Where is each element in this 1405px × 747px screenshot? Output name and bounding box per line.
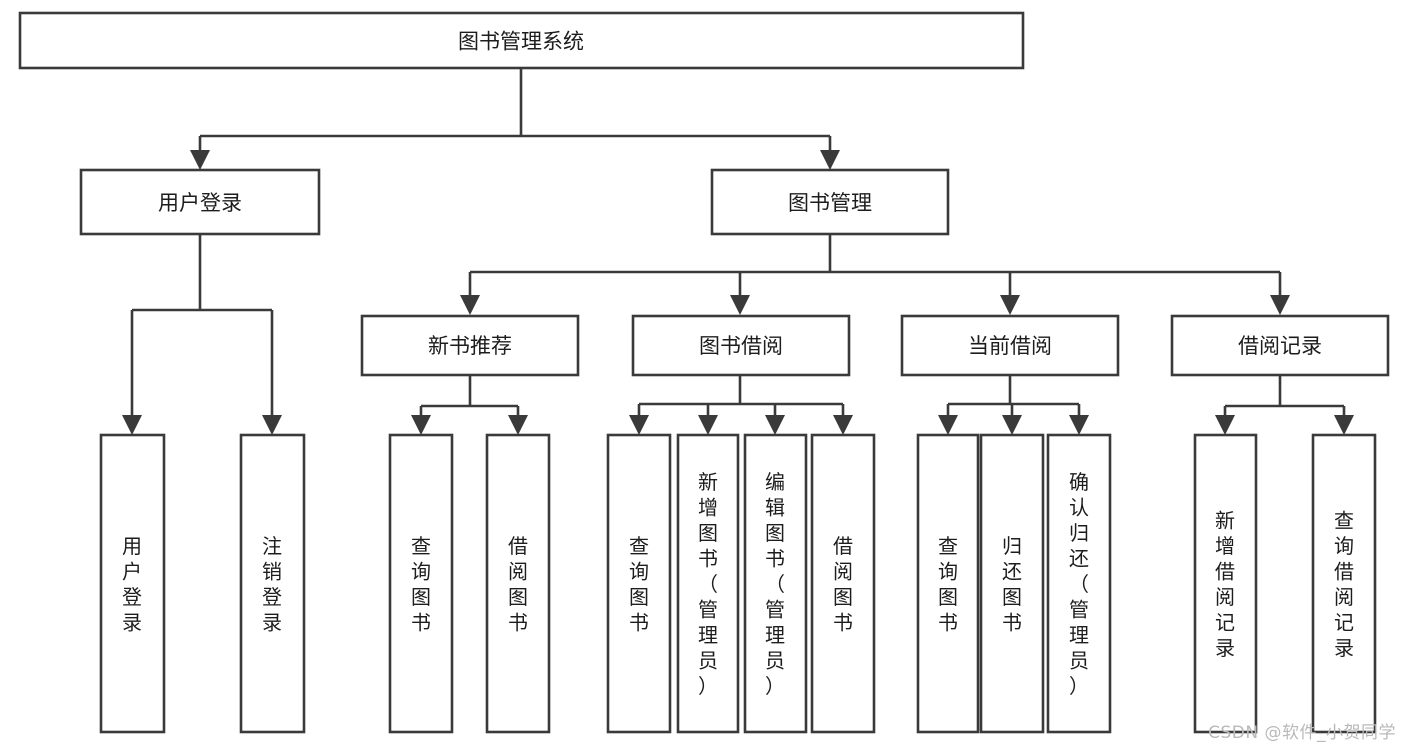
leaf-confirm-return-box[interactable] bbox=[1046, 433, 1112, 734]
leaf-query-record-label: 查询借阅记录 bbox=[1334, 508, 1354, 660]
arrowhead-leaf-query-book-3 bbox=[938, 415, 958, 435]
leaf-borrow-book-1[interactable]: 借阅图书 bbox=[485, 433, 551, 734]
leaf-return-book[interactable]: 归还图书 bbox=[979, 433, 1045, 734]
arrowhead-leaf-edit-book bbox=[765, 415, 785, 435]
node-new-book-recommend-box[interactable] bbox=[360, 314, 580, 377]
node-book-manage[interactable]: 图书管理 bbox=[710, 168, 950, 236]
node-root-box[interactable] bbox=[18, 11, 1025, 70]
leaf-query-book-2[interactable]: 查询图书 bbox=[606, 433, 672, 734]
node-current-borrow-label: 当前借阅 bbox=[968, 334, 1052, 358]
leaf-add-record-label: 新增借阅记录 bbox=[1215, 508, 1235, 660]
leaf-edit-book[interactable]: 编辑图书（管理员） bbox=[743, 433, 808, 734]
leaf-user-login-box[interactable] bbox=[99, 433, 166, 734]
leaf-query-book-2-label: 查询图书 bbox=[629, 534, 649, 635]
node-user-login-label: 用户登录 bbox=[158, 191, 242, 215]
leaf-query-book-1-label: 查询图书 bbox=[411, 534, 431, 635]
leaf-query-book-2-box[interactable] bbox=[606, 433, 672, 734]
leaf-confirm-return-label: 确认归还（管理员） bbox=[1069, 470, 1089, 698]
leaf-borrow-book-2-box[interactable] bbox=[810, 433, 876, 734]
arrowhead-leaf-query-record bbox=[1334, 415, 1354, 435]
leaf-return-book-box[interactable] bbox=[979, 433, 1045, 734]
leaf-add-record-box[interactable] bbox=[1193, 433, 1258, 734]
node-new-book-recommend[interactable]: 新书推荐 bbox=[360, 314, 580, 377]
leaf-query-book-3-box[interactable] bbox=[916, 433, 980, 734]
leaf-add-book-label: 新增图书（管理员） bbox=[698, 470, 718, 698]
arrowhead-leaf-query-book-2 bbox=[629, 415, 649, 435]
arrowhead-current-borrow bbox=[1000, 295, 1020, 315]
leaf-borrow-book-1-box[interactable] bbox=[485, 433, 551, 734]
leaf-logout-label: 注销登录 bbox=[262, 534, 282, 635]
leaf-query-book-3[interactable]: 查询图书 bbox=[916, 433, 980, 734]
node-borrow-record-box[interactable] bbox=[1170, 314, 1390, 377]
leaf-edit-book-box[interactable] bbox=[743, 433, 808, 734]
arrowhead-leaf-borrow-book-1 bbox=[508, 415, 528, 435]
leaf-borrow-book-1-label: 借阅图书 bbox=[508, 534, 528, 635]
node-book-manage-box[interactable] bbox=[710, 168, 950, 236]
leaf-query-book-3-label: 查询图书 bbox=[938, 534, 958, 635]
leaf-edit-book-label: 编辑图书（管理员） bbox=[765, 470, 785, 698]
arrowhead-leaf-return-book bbox=[1002, 415, 1022, 435]
leaf-borrow-book-2-label: 借阅图书 bbox=[833, 534, 853, 635]
leaf-query-record[interactable]: 查询借阅记录 bbox=[1311, 433, 1377, 734]
node-user-login[interactable]: 用户登录 bbox=[79, 168, 321, 236]
arrowhead-book-manage bbox=[820, 150, 840, 170]
leaf-add-book-box[interactable] bbox=[676, 433, 740, 734]
arrowhead-borrow-record bbox=[1270, 295, 1290, 315]
node-borrow-record[interactable]: 借阅记录 bbox=[1170, 314, 1390, 377]
arrowhead-leaf-add-book bbox=[698, 415, 718, 435]
arrowhead-leaf-query-book-1 bbox=[411, 415, 431, 435]
leaf-add-record[interactable]: 新增借阅记录 bbox=[1193, 433, 1258, 734]
node-book-borrow-label: 图书借阅 bbox=[699, 334, 783, 358]
leaf-user-login-label: 用户登录 bbox=[122, 534, 142, 635]
arrowhead-leaf-user-login bbox=[122, 415, 142, 435]
node-book-borrow-box[interactable] bbox=[631, 314, 851, 377]
node-book-manage-label: 图书管理 bbox=[788, 191, 872, 215]
leaf-add-book[interactable]: 新增图书（管理员） bbox=[676, 433, 740, 734]
arrowhead-leaf-add-record bbox=[1215, 415, 1235, 435]
leaf-query-book-1[interactable]: 查询图书 bbox=[388, 433, 454, 734]
node-root[interactable]: 图书管理系统 bbox=[18, 11, 1025, 70]
leaf-query-record-box[interactable] bbox=[1311, 433, 1377, 734]
node-book-borrow[interactable]: 图书借阅 bbox=[631, 314, 851, 377]
node-borrow-record-label: 借阅记录 bbox=[1238, 334, 1322, 358]
arrowhead-leaf-borrow-book-2 bbox=[833, 415, 853, 435]
node-new-book-recommend-label: 新书推荐 bbox=[428, 334, 512, 358]
leaf-logout[interactable]: 注销登录 bbox=[239, 433, 306, 734]
leaf-borrow-book-2[interactable]: 借阅图书 bbox=[810, 433, 876, 734]
leaf-query-book-1-box[interactable] bbox=[388, 433, 454, 734]
node-user-login-box[interactable] bbox=[79, 168, 321, 236]
node-current-borrow[interactable]: 当前借阅 bbox=[900, 314, 1120, 377]
arrowhead-leaf-confirm-return bbox=[1069, 415, 1089, 435]
arrowhead-leaf-logout bbox=[262, 415, 282, 435]
leaf-return-book-label: 归还图书 bbox=[1002, 534, 1022, 635]
arrowhead-book-borrow bbox=[730, 295, 750, 315]
leaf-user-login[interactable]: 用户登录 bbox=[99, 433, 166, 734]
node-root-label: 图书管理系统 bbox=[458, 30, 584, 54]
leaf-logout-box[interactable] bbox=[239, 433, 306, 734]
arrowhead-new-book-recommend bbox=[460, 295, 480, 315]
arrowhead-user-login bbox=[190, 150, 210, 170]
node-current-borrow-box[interactable] bbox=[900, 314, 1120, 377]
connector-layer bbox=[122, 68, 1354, 435]
leaf-confirm-return[interactable]: 确认归还（管理员） bbox=[1046, 433, 1112, 734]
